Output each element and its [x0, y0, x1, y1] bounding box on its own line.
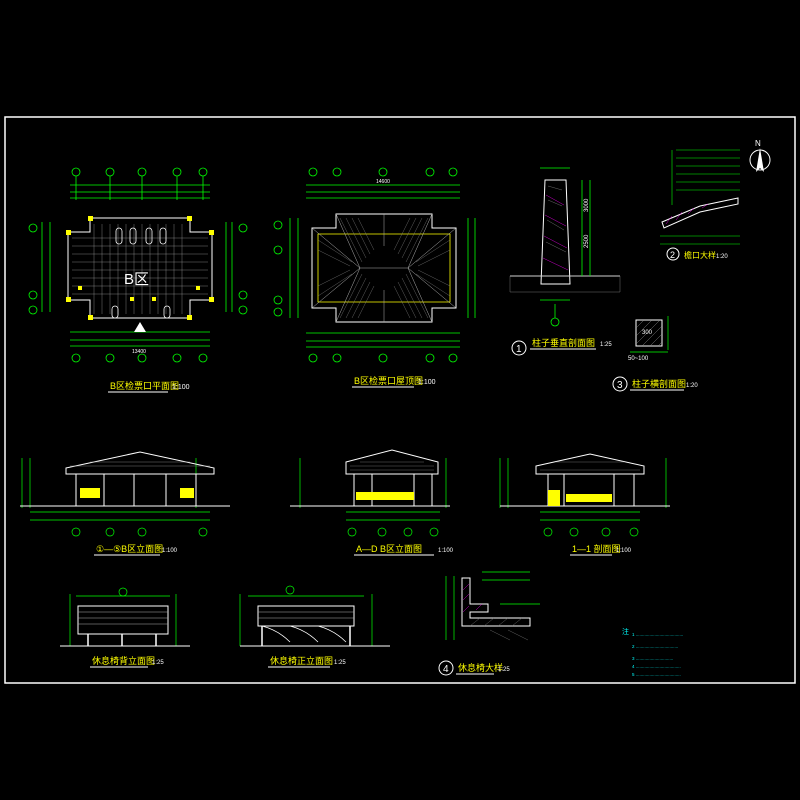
- section-11-scale: 1:100: [616, 548, 632, 554]
- col-h1-dim: 3000: [584, 198, 590, 212]
- eave-detail: 2 檐口大样 1:20: [660, 149, 740, 261]
- section-11-title: 1—1 剖面图: [572, 543, 621, 554]
- roof-total-dim: 14600: [376, 179, 390, 185]
- eave-title: 檐口大样: [684, 250, 716, 260]
- plan-scale: 1:100: [172, 384, 190, 391]
- note-line-5: 5 ....................................: [632, 672, 681, 677]
- detail-4-number: 4: [443, 664, 449, 675]
- bench-detail-scale: 1:25: [498, 667, 510, 673]
- column-section-detail: 3000 2500 1 柱子垂直剖面图 1:25: [509, 167, 621, 356]
- roof-scale: 1:100: [418, 379, 436, 386]
- eave-scale: 1:20: [716, 254, 728, 260]
- bench-back-elevation: 休息椅背立面图 1:25: [60, 587, 190, 668]
- plan-view: B区 B区检票口平面图 1:100 13400: [28, 167, 248, 393]
- col-section-scale: 1:25: [600, 342, 612, 348]
- elevation-side: A—D B区立面图 1:100: [290, 449, 454, 556]
- plan-zone-label: B区: [124, 271, 149, 288]
- bench-detail: 4 休息椅大样 1:25: [438, 571, 540, 676]
- section-1-1: 1—1 剖面图 1:100: [499, 453, 670, 556]
- elev-front-title: ①—⑤B区立面图: [96, 543, 163, 554]
- north-arrow-icon: N: [749, 139, 771, 172]
- note-line-2: 2 ..................................: [632, 644, 678, 649]
- detail-3-number: 3: [617, 380, 623, 391]
- column-cross-section: 300 50~100 3 柱子横剖面图 1:20: [612, 316, 698, 392]
- elev-side-scale: 1:100: [438, 548, 454, 554]
- note-line-4: 4 ....................................: [632, 664, 681, 669]
- plan-title: B区检票口平面图: [110, 380, 179, 391]
- col-size-dim: 300: [642, 330, 653, 336]
- bench-front-elevation: 休息椅正立面图 1:25: [239, 585, 390, 668]
- col-cross-scale: 1:20: [686, 383, 698, 389]
- roof-title: B区检票口屋顶图: [354, 375, 423, 386]
- sheet-frame: [4, 116, 796, 684]
- elevation-front: ①—⑤B区立面图 1:100: [20, 451, 230, 556]
- plan-total-dim: 13400: [132, 349, 146, 355]
- detail-1-number: 1: [516, 344, 522, 355]
- bench-front-title: 休息椅正立面图: [270, 655, 333, 666]
- col-cross-title: 柱子横剖面图: [632, 378, 686, 389]
- col-tol-dim: 50~100: [628, 356, 649, 362]
- bench-front-scale: 1:25: [334, 660, 346, 666]
- notes-heading: 注: [622, 627, 629, 636]
- bench-back-title: 休息椅背立面图: [92, 655, 155, 666]
- north-label: N: [755, 139, 761, 148]
- bench-back-scale: 1:25: [152, 660, 164, 666]
- bench-detail-title: 休息椅大样: [458, 662, 503, 673]
- detail-2-number: 2: [670, 250, 675, 260]
- col-h2-dim: 2500: [584, 234, 590, 248]
- elev-front-scale: 1:100: [162, 548, 178, 554]
- roof-plan-view: B区检票口屋顶图 1:100 14600: [273, 167, 476, 388]
- elev-side-title: A—D B区立面图: [356, 543, 422, 554]
- col-section-title: 柱子垂直剖面图: [532, 337, 595, 348]
- note-line-1: 1 ......................................: [632, 632, 683, 637]
- note-line-3: 3 ..............................: [632, 656, 673, 661]
- notes-block: 注 1 ....................................…: [622, 627, 683, 677]
